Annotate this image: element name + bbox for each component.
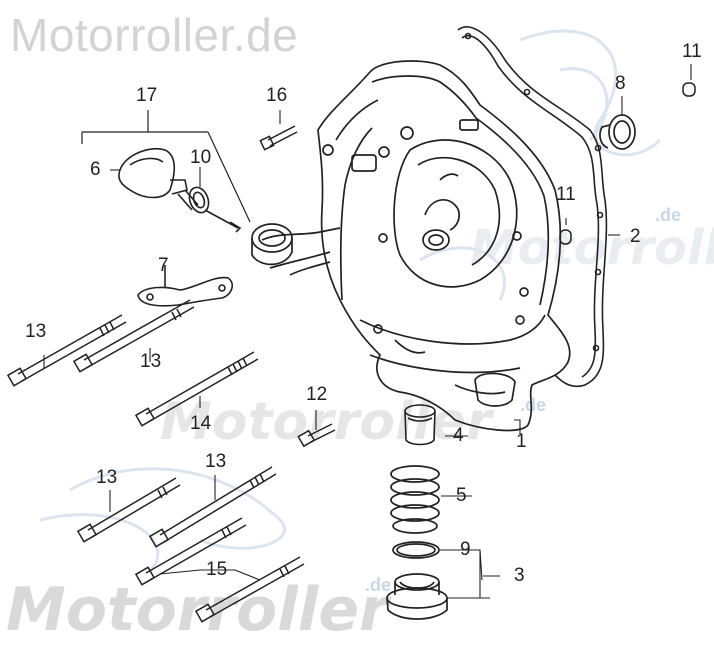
plate-7 <box>137 265 234 307</box>
callout-13-lower-left: 13 <box>96 467 118 488</box>
watermark-right: Motorroller <box>470 220 714 276</box>
oil-seal-boss <box>251 223 293 266</box>
filter-screen <box>404 404 436 446</box>
oil-filler-cap <box>118 148 199 211</box>
watermark-middle: Motorroller <box>160 392 492 452</box>
callout-17: 17 <box>136 85 158 106</box>
callout-11-top: 11 <box>682 41 702 62</box>
group-17-bracket <box>81 110 251 223</box>
o-ring-9 <box>392 541 440 559</box>
callout-8: 8 <box>615 73 626 94</box>
callout-2: 2 <box>630 226 641 247</box>
gasket <box>457 26 608 388</box>
callout-10: 10 <box>190 147 212 168</box>
callout-16: 16 <box>266 85 288 106</box>
callout-3: 3 <box>514 565 525 586</box>
callout-7: 7 <box>158 255 169 276</box>
callout-13-upper-middle: 13 <box>140 351 162 372</box>
callout-11-middle: 11 <box>556 184 576 205</box>
watermark-logo-swirls <box>39 29 662 572</box>
callout-5: 5 <box>456 485 467 506</box>
oil-seal <box>599 114 636 150</box>
watermark-suffix-right: .de <box>655 205 682 225</box>
callout-12: 12 <box>306 384 328 405</box>
crankcase-cover <box>261 60 571 432</box>
watermark-suffix-middle: .de <box>520 395 547 415</box>
callout-14: 14 <box>190 413 212 434</box>
callout-1: 1 <box>516 431 527 452</box>
callout-15: 15 <box>206 559 228 580</box>
o-ring-10 <box>188 186 242 233</box>
bolt-16 <box>259 125 298 151</box>
watermark-suffix-bottom: .de <box>365 575 392 595</box>
callout-13-upper-left: 13 <box>25 321 47 342</box>
spring <box>390 465 440 534</box>
callout-13-lower-middle: 13 <box>205 451 227 472</box>
leader-lines <box>43 64 692 599</box>
callout-9: 9 <box>460 539 471 560</box>
drain-plug <box>386 573 448 620</box>
long-bolts <box>6 299 336 623</box>
watermark-top: Motorroller.de <box>10 9 299 61</box>
callout-4: 4 <box>453 425 464 446</box>
dowel-pins <box>559 82 696 245</box>
callout-6: 6 <box>90 159 101 180</box>
